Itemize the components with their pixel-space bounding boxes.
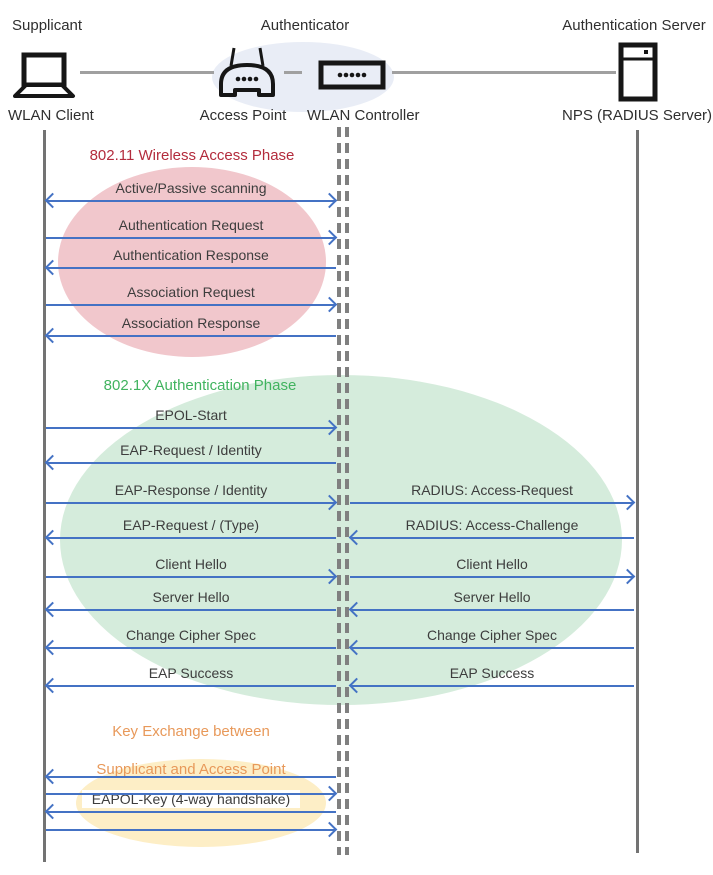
role-authenticator: Authenticator (260, 17, 350, 34)
arrowhead-left-icon (44, 768, 61, 785)
message-label: Client Hello (456, 556, 528, 572)
message-label: Server Hello (453, 589, 531, 605)
message-arrow (350, 537, 634, 539)
message-arrow (46, 335, 336, 337)
lifeline-supplicant (43, 130, 46, 862)
message-arrow (350, 609, 634, 611)
message-label: Authentication Response (113, 247, 269, 263)
message-label: Change Cipher Spec (126, 627, 256, 643)
message-arrow (350, 685, 634, 687)
message-arrow (46, 502, 336, 504)
connector-ap-controller (284, 71, 302, 74)
message-arrow (46, 304, 336, 306)
lifeline-authenticator-outer (345, 127, 349, 855)
message-arrow (46, 685, 336, 687)
role-authentication-server: Authentication Server (562, 17, 706, 34)
message-arrow (46, 609, 336, 611)
message-arrow (46, 811, 336, 813)
message-label: RADIUS: Access-Request (411, 482, 573, 498)
message-arrow (350, 502, 634, 504)
message-label: EAP-Request / Identity (120, 442, 262, 458)
message-label: EAP-Request / (Type) (122, 517, 260, 533)
phase-title-8021x: 802.1X Authentication Phase (103, 377, 297, 394)
message-label: Association Request (127, 284, 255, 300)
lifeline-authenticator-inner (337, 127, 341, 855)
phase-ellipse-8021x (60, 375, 622, 705)
message-arrow (46, 647, 336, 649)
phase-ellipse-80211 (58, 167, 326, 357)
label-wlan-client: WLAN Client (8, 107, 94, 124)
message-label: EPOL-Start (155, 407, 227, 423)
wlan-controller-icon (318, 60, 386, 90)
message-label: EAP Success (449, 665, 535, 681)
message-label: Association Response (121, 315, 261, 331)
message-label: RADIUS: Access-Challenge (405, 517, 579, 533)
phase-title-80211: 802.11 Wireless Access Phase (89, 147, 295, 164)
phase-title-key-exchange: Key Exchange between Supplicant and Acce… (96, 723, 286, 778)
label-access-point: Access Point (199, 107, 287, 124)
label-nps-radius-server: NPS (RADIUS Server) (562, 107, 713, 124)
server-icon (618, 42, 658, 102)
message-arrow (46, 576, 336, 578)
laptop-icon (13, 52, 75, 98)
message-label: Server Hello (152, 589, 230, 605)
message-label: EAP-Response / Identity (114, 482, 268, 498)
message-label: Change Cipher Spec (427, 627, 557, 643)
access-point-icon (219, 47, 275, 97)
message-arrow (350, 647, 634, 649)
message-label: Active/Passive scanning (115, 180, 267, 196)
label-wlan-controller: WLAN Controller (307, 107, 420, 124)
message-label: EAP Success (148, 665, 234, 681)
arrowhead-right-icon (321, 821, 338, 838)
message-arrow (46, 793, 336, 795)
role-supplicant: Supplicant (12, 17, 83, 34)
message-arrow (46, 267, 336, 269)
message-arrow (46, 829, 336, 831)
message-arrow (46, 462, 336, 464)
message-label: Authentication Request (118, 217, 264, 233)
lifeline-auth-server (636, 130, 639, 853)
connector-client-ap (80, 71, 214, 74)
message-label: Client Hello (155, 556, 227, 572)
message-arrow (46, 200, 336, 202)
message-arrow (46, 237, 336, 239)
message-arrow (46, 776, 336, 778)
message-arrow (46, 427, 336, 429)
message-arrow (46, 537, 336, 539)
message-arrow (350, 576, 634, 578)
connector-controller-server (392, 71, 616, 74)
